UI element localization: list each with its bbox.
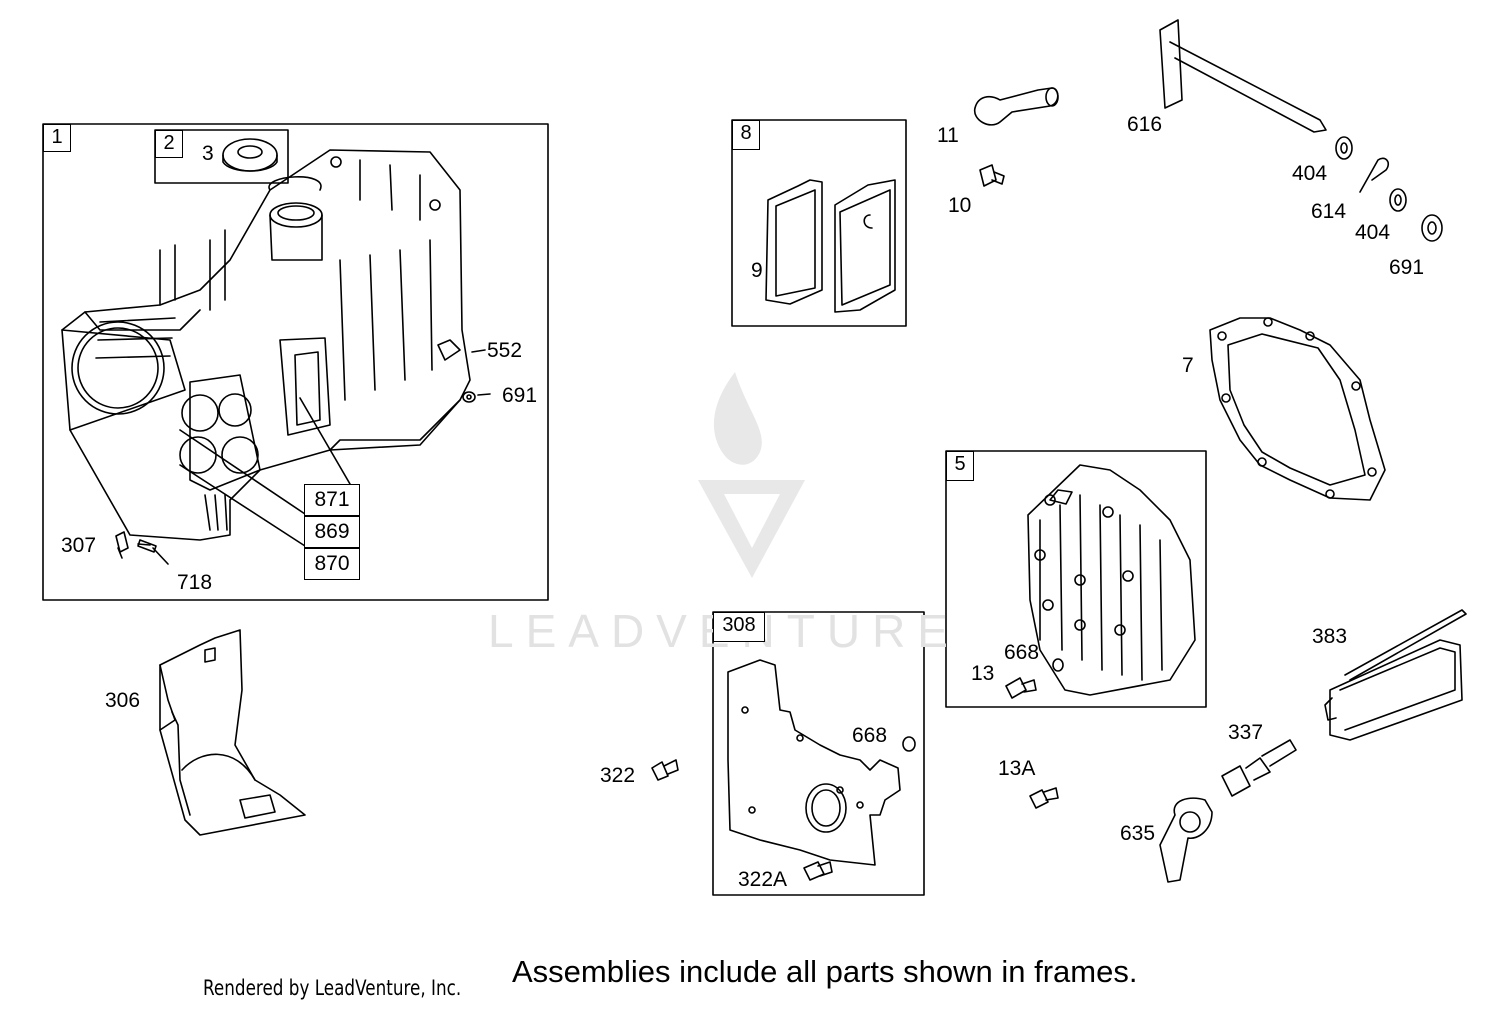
assemblies-note: Assemblies include all parts shown in fr…: [512, 954, 1138, 989]
ignition-armature-383: [1324, 609, 1467, 741]
callout-871[interactable]: 871: [304, 484, 360, 516]
screw-13A: [1029, 787, 1059, 809]
washer-668-shield: [902, 736, 916, 752]
screw-322: [651, 759, 679, 781]
washer-668-head: [1052, 658, 1064, 672]
frame-number-308: 308: [713, 612, 765, 642]
dowel-pin-718: [137, 539, 157, 553]
frame-5-border: [945, 450, 1207, 708]
frame-308-border: [712, 611, 925, 896]
cylinder-shield-308: [727, 659, 901, 866]
part-label-13[interactable]: 13: [971, 662, 995, 685]
callout-869[interactable]: 869: [304, 516, 360, 548]
part-label-718[interactable]: 718: [177, 571, 213, 594]
breather-cover-8: [834, 179, 896, 313]
seal-part: [222, 138, 278, 172]
breather-tube-11: [974, 87, 1059, 126]
part-label-322[interactable]: 322: [600, 764, 636, 787]
part-label-383[interactable]: 383: [1312, 625, 1348, 648]
spark-plug-boot-635: [1159, 797, 1213, 883]
rendered-by-credit: Rendered by LeadVenture, Inc.: [203, 976, 462, 1000]
part-label-668[interactable]: 668: [1004, 641, 1040, 664]
part-label-668-b[interactable]: 668: [852, 724, 888, 747]
part-label-616[interactable]: 616: [1127, 113, 1163, 136]
cylinder-block-part: [61, 149, 471, 541]
callout-870[interactable]: 870: [304, 548, 360, 580]
screw-10: [979, 164, 1005, 187]
frame-number-1: 1: [43, 124, 71, 152]
cylinder-head-5: [1027, 464, 1196, 696]
frame-8-border: [731, 119, 907, 327]
part-label-3[interactable]: 3: [202, 142, 214, 165]
washer-404-b: [1389, 188, 1407, 212]
hair-pin-clip-614: [1359, 157, 1390, 193]
part-label-337[interactable]: 337: [1228, 721, 1264, 744]
screw-322A: [803, 861, 833, 881]
part-label-7[interactable]: 7: [1182, 354, 1194, 377]
part-label-322A[interactable]: 322A: [738, 868, 788, 891]
frame-1-border: [42, 123, 549, 601]
frame-number-8: 8: [732, 120, 760, 150]
cylinder-head-gasket-7: [1209, 317, 1386, 501]
frame-number-5: 5: [946, 451, 974, 481]
washer-691-left: [462, 391, 476, 403]
governor-shaft-616: [1159, 19, 1327, 133]
part-label-552[interactable]: 552: [487, 339, 523, 362]
leadventure-logo-watermark: [698, 372, 805, 578]
breather-gasket-9: [765, 179, 823, 305]
part-label-306[interactable]: 306: [105, 689, 141, 712]
part-label-691-b[interactable]: 691: [1389, 256, 1425, 279]
frame-number-2: 2: [155, 130, 183, 158]
washer-404-a: [1335, 136, 1353, 160]
spark-plug-337: [1221, 739, 1297, 797]
part-label-10[interactable]: 10: [948, 194, 972, 217]
head-bolt-13: [1005, 677, 1037, 699]
part-label-13A[interactable]: 13A: [998, 757, 1036, 780]
part-label-307[interactable]: 307: [61, 534, 97, 557]
screw-307: [115, 531, 129, 559]
part-label-9[interactable]: 9: [751, 259, 763, 282]
washer-691-right: [1421, 214, 1443, 242]
part-label-404[interactable]: 404: [1292, 162, 1328, 185]
part-label-614[interactable]: 614: [1311, 200, 1347, 223]
part-label-635[interactable]: 635: [1120, 822, 1156, 845]
part-label-11[interactable]: 11: [937, 124, 959, 147]
part-label-691[interactable]: 691: [502, 384, 538, 407]
part-label-404-b[interactable]: 404: [1355, 221, 1391, 244]
cylinder-baffle-306: [159, 629, 306, 836]
